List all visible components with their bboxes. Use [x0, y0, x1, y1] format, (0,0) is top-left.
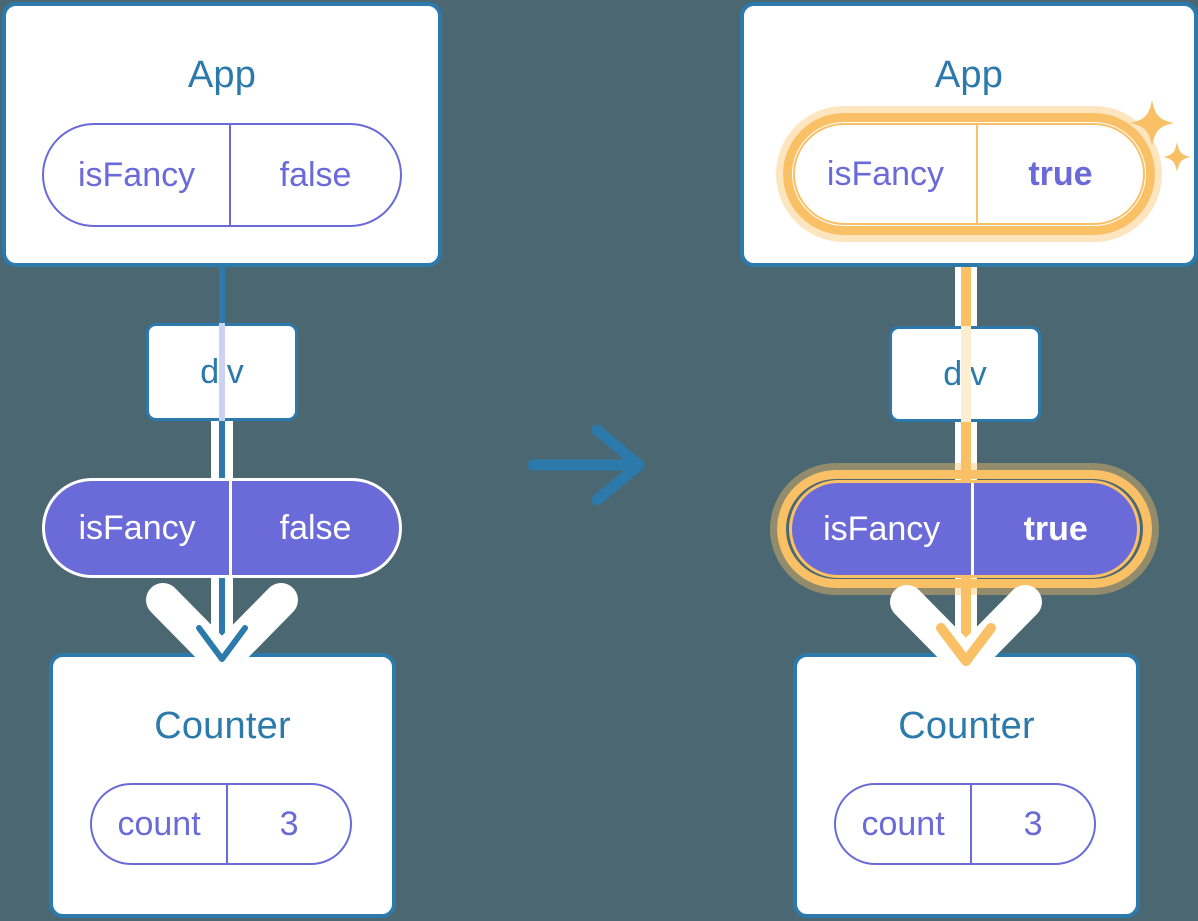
after-counter-state-pill[interactable]: count 3	[834, 783, 1096, 865]
after-prop-pill[interactable]: isFancy true	[789, 480, 1140, 578]
before-app-state-pill[interactable]: isFancy false	[42, 123, 402, 227]
before-connector-through-div	[219, 323, 225, 421]
before-app-state-key: isFancy	[77, 155, 196, 194]
before-counter-state-pill[interactable]: count 3	[90, 783, 352, 865]
after-connector-app-to-div	[961, 224, 971, 326]
after-prop-value: true	[971, 483, 1137, 575]
after-connector-through-div	[961, 326, 971, 422]
before-prop-pill[interactable]: isFancy false	[42, 478, 402, 578]
before-app-state-value: false	[229, 125, 400, 225]
before-connector-app-to-div	[219, 267, 225, 323]
after-app-state-key: isFancy	[826, 154, 945, 193]
sparkle-large-icon	[1130, 100, 1174, 146]
after-app-state-pill[interactable]: isFancy true	[793, 123, 1145, 225]
after-app-sparkles	[1130, 100, 1191, 172]
after-app-title: App	[934, 54, 1004, 96]
after-prop-key: isFancy	[823, 509, 941, 548]
before-prop-value: false	[229, 481, 399, 575]
after-counter-title: Counter	[898, 705, 1035, 747]
after-counter-state-key: count	[861, 804, 945, 843]
after-counter-state-value: 3	[970, 785, 1094, 863]
before-counter-state-key: count	[117, 804, 201, 843]
before-prop-key: isFancy	[78, 508, 196, 547]
sparkle-small-icon	[1163, 142, 1191, 172]
before-counter-title: Counter	[154, 705, 291, 747]
before-counter-state-value: 3	[226, 785, 350, 863]
before-app-title: App	[187, 54, 257, 96]
transition-arrow-icon	[527, 424, 645, 506]
after-app-state-value: true	[975, 125, 1143, 223]
